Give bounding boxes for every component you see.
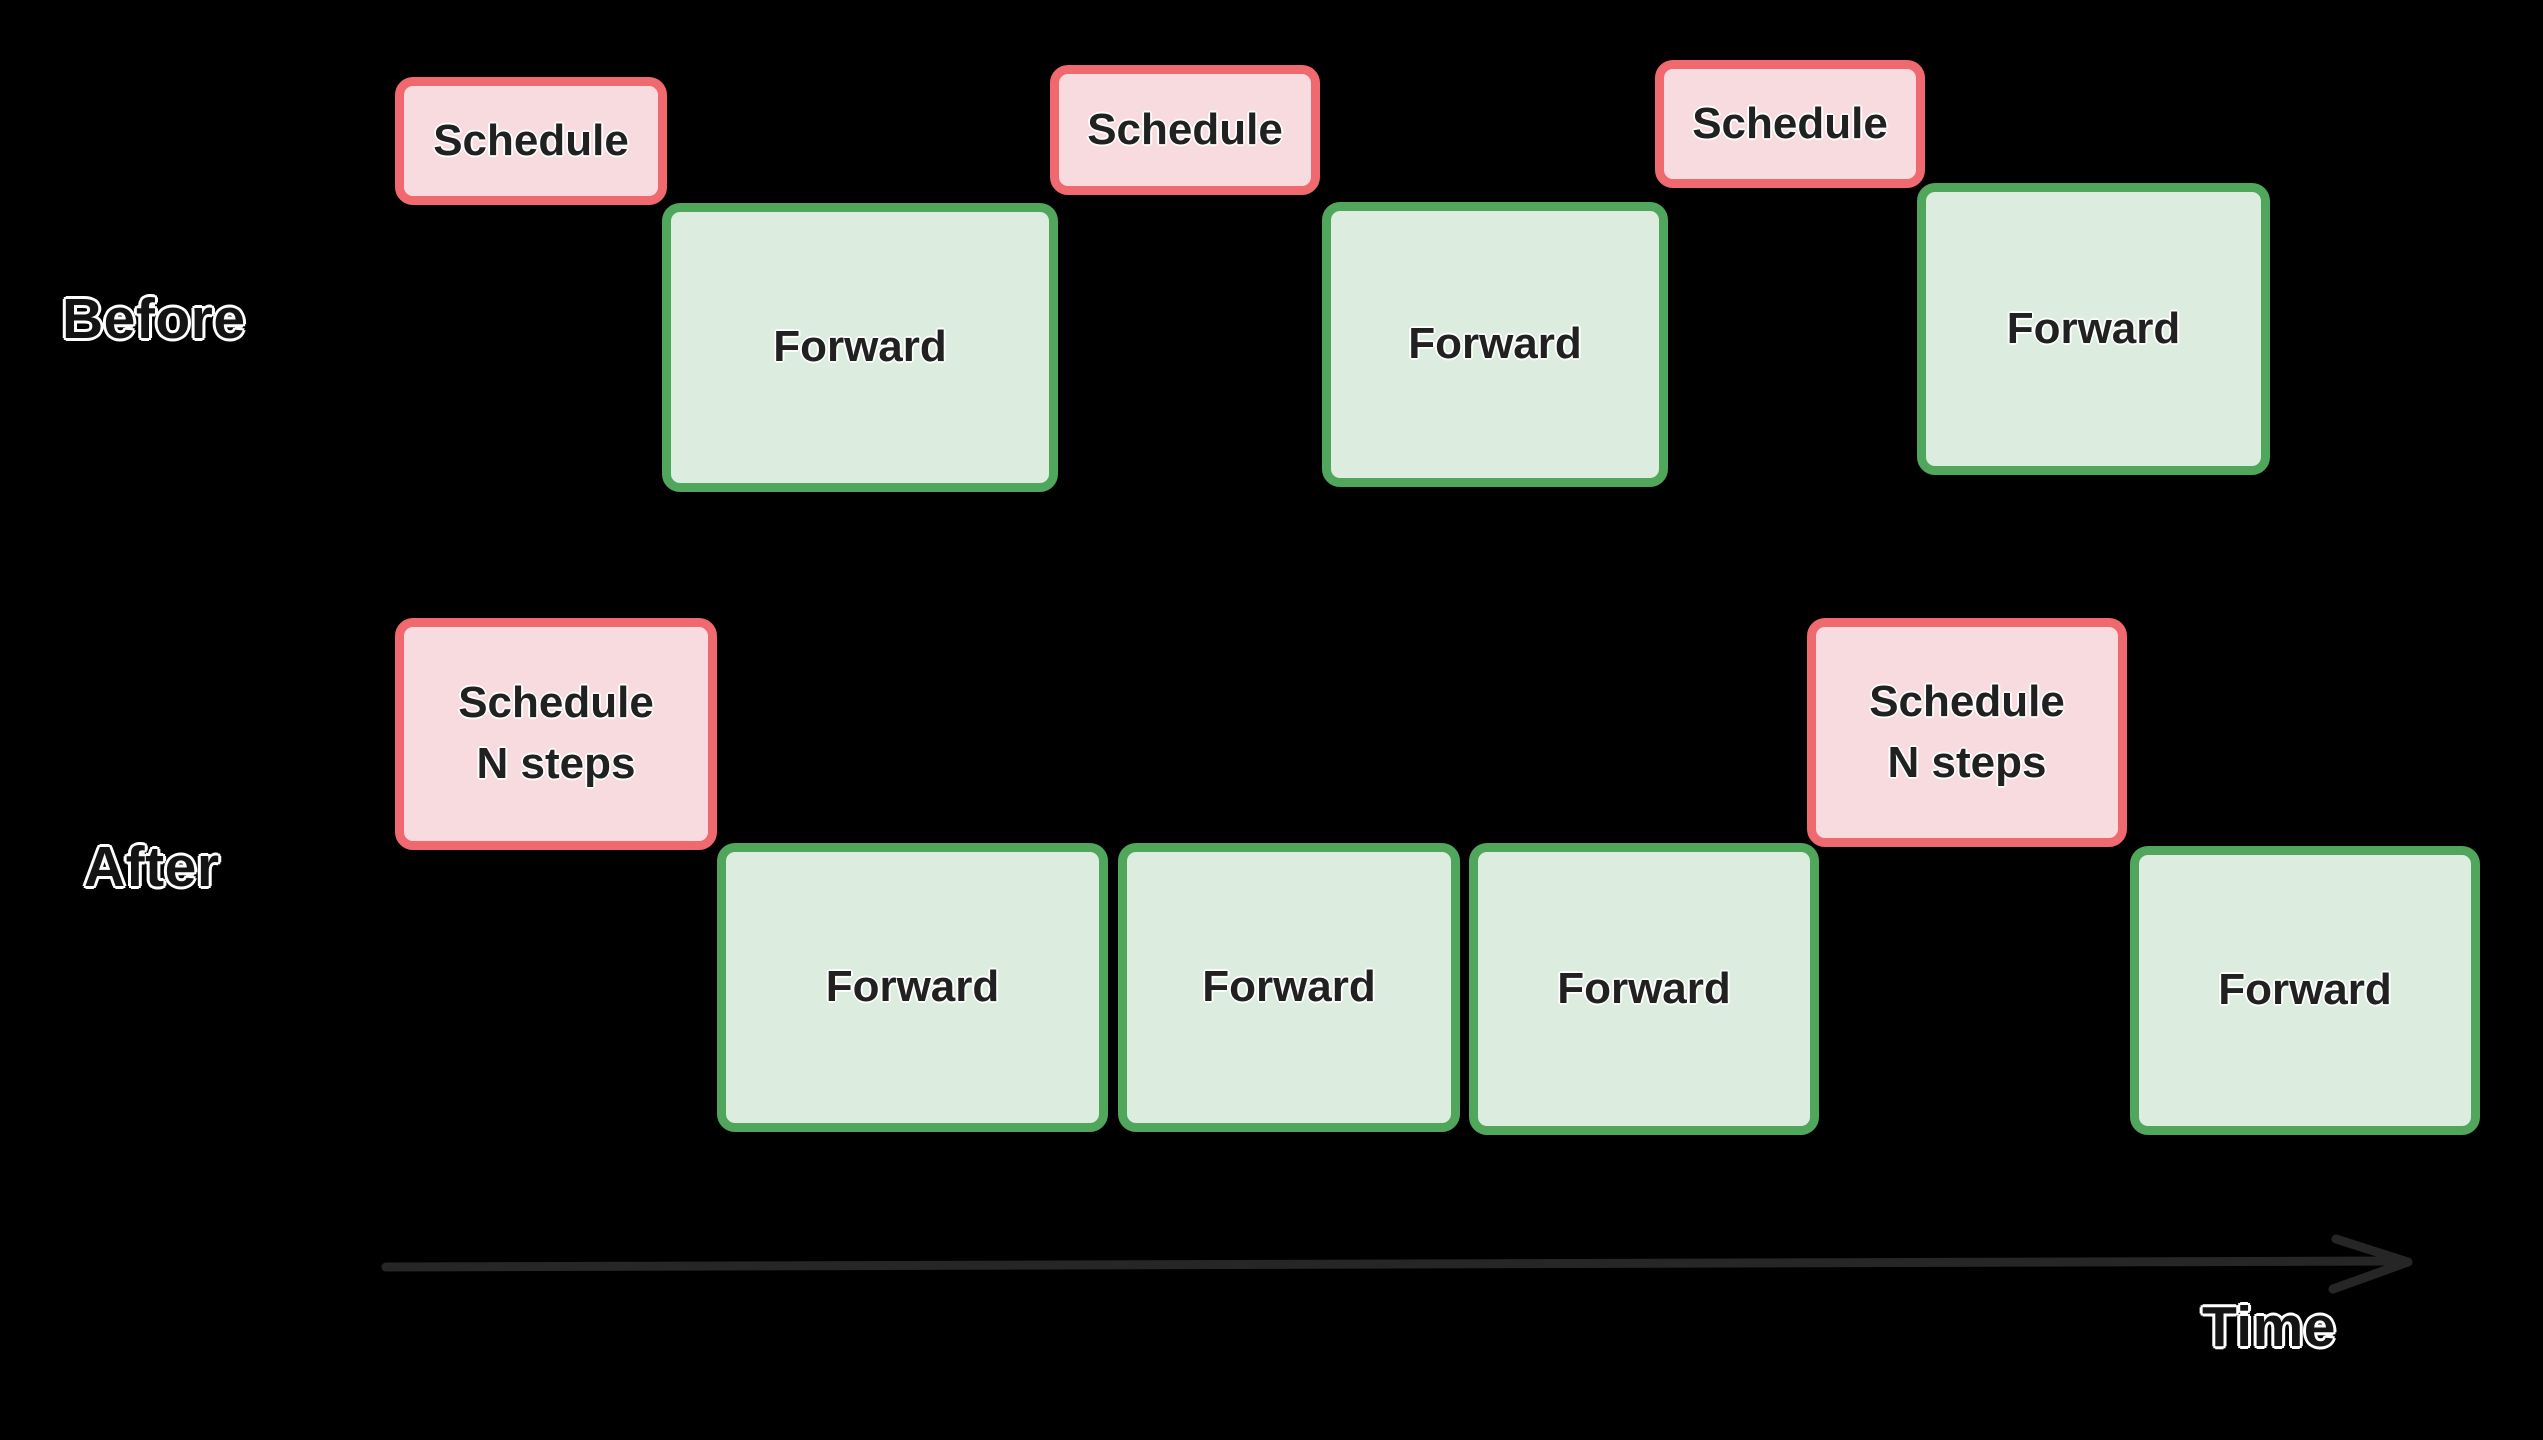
forward-box-before: Forward [1322, 202, 1668, 487]
forward-label: Forward [825, 962, 1000, 1012]
forward-box-after: Forward [717, 843, 1108, 1132]
schedule-box-after: Schedule N steps [395, 618, 717, 850]
schedule-label: Schedule N steps [1869, 676, 2065, 787]
forward-box-after: Forward [2130, 846, 2480, 1135]
schedule-box-before: Schedule [1050, 65, 1320, 195]
forward-box-before: Forward [662, 203, 1058, 492]
forward-box-after: Forward [1118, 843, 1460, 1132]
schedule-label: Schedule [1692, 98, 1888, 148]
forward-box-after: Forward [1469, 843, 1819, 1135]
row-label-before: Before [62, 287, 246, 351]
schedule-label: Schedule [1087, 104, 1283, 154]
forward-label: Forward [773, 322, 947, 372]
schedule-box-before: Schedule [395, 77, 667, 205]
forward-label: Forward [2006, 303, 2181, 353]
time-axis-label: Time [2202, 1295, 2337, 1359]
forward-label: Forward [1408, 319, 1582, 369]
forward-label: Forward [2218, 965, 2392, 1015]
schedule-label: Schedule N steps [458, 678, 654, 788]
forward-box-before: Forward [1917, 183, 2270, 475]
schedule-label: Schedule [433, 115, 629, 165]
forward-label: Forward [1202, 962, 1376, 1012]
schedule-box-after: Schedule N steps [1807, 618, 2127, 847]
forward-label: Forward [1557, 963, 1731, 1013]
schedule-box-before: Schedule [1655, 60, 1925, 188]
time-axis-arrow [381, 1234, 2413, 1294]
row-label-after: After [84, 835, 220, 899]
